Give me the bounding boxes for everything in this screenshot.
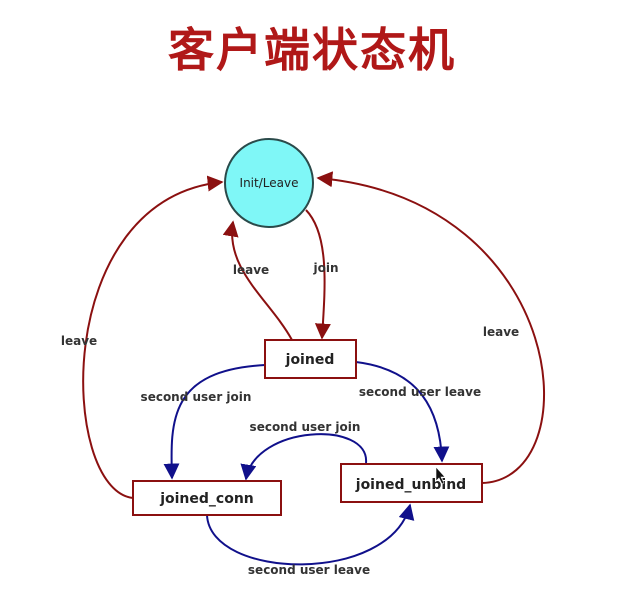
edge-unbind-to-init	[316, 171, 545, 484]
mouse-cursor-icon	[435, 466, 446, 485]
edge-joined-to-init	[222, 220, 293, 341]
label-joined-to-init: leave	[233, 263, 269, 277]
state-joined-label: joined	[285, 352, 335, 368]
label-unbind-to-conn: second user join	[250, 420, 361, 434]
state-init-leave: Init/Leave	[224, 138, 314, 228]
label-joined-to-unbind: second user leave	[359, 385, 481, 399]
label-unbind-to-init: leave	[483, 325, 519, 339]
state-joined-unbind: joined_unbind	[340, 463, 483, 503]
edge-init-to-joined	[305, 209, 331, 340]
edge-joined-to-unbind	[355, 361, 450, 463]
state-init-label: Init/Leave	[240, 176, 299, 190]
label-init-to-joined: join	[312, 261, 338, 275]
state-joined-conn-label: joined_conn	[159, 491, 254, 507]
state-joined-unbind-label: joined_unbind	[355, 477, 466, 493]
state-joined-conn: joined_conn	[132, 480, 282, 516]
state-joined: joined	[264, 339, 357, 379]
label-conn-to-init: leave	[61, 334, 97, 348]
edge-unbind-to-conn	[240, 433, 368, 481]
label-joined-to-conn: second user join	[141, 390, 252, 404]
edge-conn-to-init	[82, 175, 224, 499]
edge-joined-to-conn	[163, 364, 266, 480]
diagram-title: 客户端状态机	[168, 23, 456, 77]
edge-conn-to-unbind	[206, 503, 415, 566]
label-conn-to-unbind: second user leave	[248, 563, 370, 577]
